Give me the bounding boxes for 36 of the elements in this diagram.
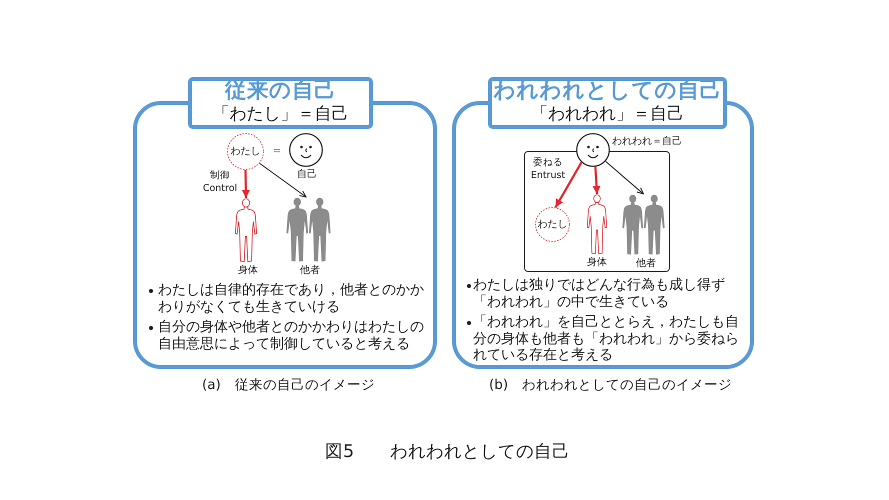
person-silhouettes — [621, 194, 666, 256]
figure-caption: 図5 われわれとしての自己 — [325, 442, 570, 462]
subfigure-caption: (b) われわれとしての自己のイメージ — [489, 377, 732, 393]
dashed-circle — [227, 133, 264, 170]
person-outline-figure — [586, 194, 608, 255]
panel-subtitle: 「われわれ」＝自己 — [531, 104, 684, 124]
bullet-text: わたしは独りではどんな行為も成し得ず「われわれ」の中で生きている — [473, 277, 726, 310]
arrow — [605, 160, 644, 194]
bullet-text: 「われわれ」を自己ととらえ，わたしも自分の身体も他者も「われわれ」から委ねられている存在と考える — [473, 314, 740, 364]
header-box — [188, 77, 373, 129]
figure-label: 他者 — [636, 258, 656, 269]
arrow — [554, 162, 582, 208]
figure-label: 自己 — [297, 169, 317, 180]
figure-label: 身体 — [238, 265, 258, 276]
dashed-circle — [535, 207, 570, 242]
figure-label: われわれ＝自己 — [612, 136, 682, 147]
figure-label: 身体 — [587, 257, 607, 268]
bullet-text: 自分の身体や他者とのかかわりはわたしの自由意思によって制御していると考える — [158, 319, 425, 352]
frame-box — [524, 151, 670, 272]
panel-subtitle: 「わたし」＝自己 — [212, 104, 348, 124]
arrow — [242, 170, 250, 198]
face-circle — [289, 133, 323, 167]
equals-sign: ＝ — [271, 142, 283, 158]
figure-label: 他者 — [300, 265, 320, 276]
node-label: わたし — [230, 146, 260, 158]
rounded-panel — [133, 101, 437, 369]
header-box — [488, 77, 727, 129]
person-silhouettes — [285, 197, 332, 263]
person-outline-figure — [234, 198, 258, 263]
subfigure-caption: (a) 従来の自己のイメージ — [202, 377, 375, 393]
rounded-panel — [452, 101, 754, 369]
node-label: わたし — [538, 218, 568, 230]
arrow — [259, 162, 307, 198]
bullet-text: わたしは自律的存在であり，他者とのかかわりがなくても生きていける — [158, 282, 425, 315]
face-circle — [576, 133, 610, 167]
arrow — [592, 166, 600, 194]
